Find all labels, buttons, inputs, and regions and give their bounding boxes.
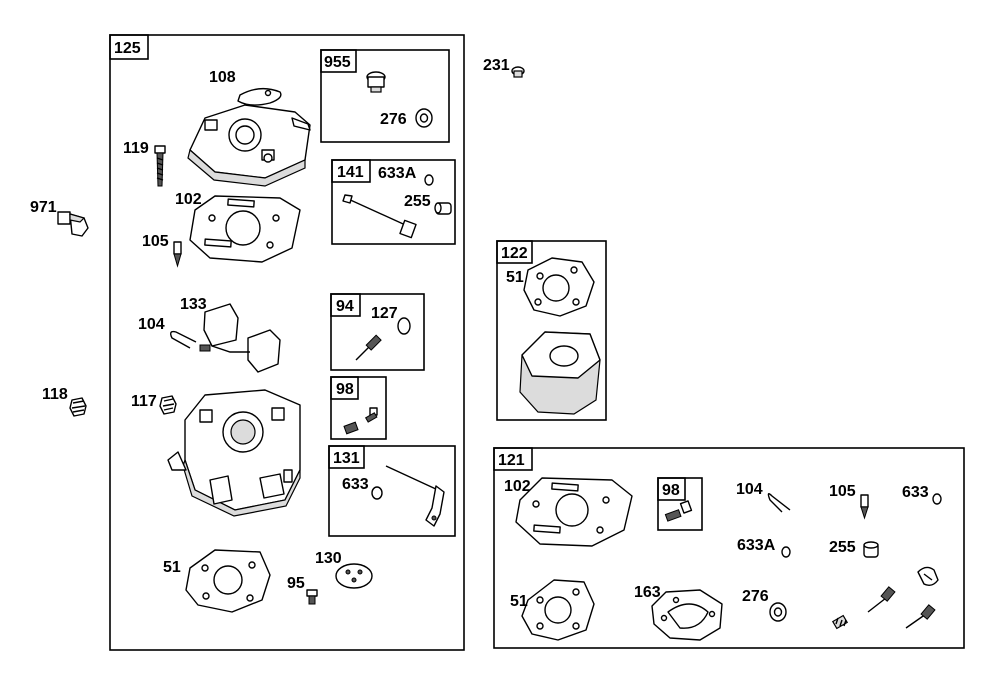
part-108-gasket: [237, 87, 282, 106]
callout-118: 118: [42, 386, 68, 403]
part-kit-jet-1: [867, 586, 896, 613]
group-141-label: 141: [337, 164, 364, 181]
part-51-gasket: [185, 549, 271, 613]
part-51-gasket-kit: [521, 579, 595, 641]
part-130-choke-plate: [335, 563, 373, 589]
part-122-spacer: [519, 331, 601, 415]
part-117-nut: [159, 395, 177, 415]
callout-95: 95: [287, 575, 305, 592]
group-98b-label: 98: [662, 482, 680, 499]
part-141-throttle-shaft: [342, 194, 417, 239]
part-102-gasket-plate-kit: [515, 477, 633, 547]
callout-51c: 51: [510, 593, 528, 610]
callout-633ab: 633A: [737, 537, 776, 554]
part-kit-spring: [831, 614, 849, 630]
part-255-bushing-kit: [863, 541, 879, 558]
part-633-seal: [371, 486, 383, 500]
callout-231: 231: [483, 57, 510, 74]
part-163-gasket: [651, 589, 723, 641]
part-231-plug: [511, 66, 525, 78]
callout-51: 51: [163, 559, 181, 576]
part-131-choke-shaft: [385, 465, 445, 527]
callout-633: 633: [342, 476, 369, 493]
group-121-label: 121: [498, 452, 525, 469]
callout-119: 119: [123, 140, 149, 157]
callout-104: 104: [138, 316, 165, 333]
callout-133: 133: [180, 296, 207, 313]
part-98-idle-screw-kit: [664, 500, 693, 522]
carburetor-body: [167, 389, 301, 517]
group-125: 125: [109, 34, 465, 651]
group-94: 94: [330, 293, 425, 371]
callout-117: 117: [131, 393, 157, 410]
part-105-inlet-needle: [173, 241, 182, 268]
part-276-washer-kit: [769, 602, 787, 622]
callout-971: 971: [30, 199, 57, 216]
callout-255b: 255: [829, 539, 856, 556]
part-971-bolt: [57, 211, 89, 237]
part-104-float-pin: [169, 330, 197, 349]
part-955-plug: [366, 71, 386, 93]
group-98: 98: [330, 376, 387, 440]
callout-163: 163: [634, 584, 661, 601]
group-955: 955: [320, 49, 450, 143]
part-127-o-ring: [397, 317, 411, 335]
group-98-label: 98: [336, 381, 354, 398]
group-94-label: 94: [336, 298, 354, 315]
callout-102b: 102: [504, 478, 531, 495]
carburetor-top-cover: [187, 104, 311, 187]
group-122-label: 122: [501, 245, 528, 262]
callout-130: 130: [315, 550, 342, 567]
callout-108: 108: [209, 69, 236, 86]
part-255-bushing: [434, 202, 452, 215]
group-98-kit: 98: [657, 477, 703, 531]
group-121: 121: [493, 447, 965, 649]
part-kit-clip: [917, 566, 939, 587]
group-955-label: 955: [324, 54, 351, 71]
part-kit-jet-2: [905, 604, 936, 629]
part-633a-seal-kit: [781, 546, 791, 558]
part-133-float: [199, 303, 281, 373]
callout-255: 255: [404, 193, 431, 210]
callout-51b: 51: [506, 269, 524, 286]
group-125-label: 125: [114, 40, 141, 57]
callout-127: 127: [371, 305, 398, 322]
callout-105: 105: [142, 233, 169, 250]
callout-633a: 633A: [378, 165, 417, 182]
group-131: 131: [328, 445, 456, 537]
callout-276b: 276: [742, 588, 769, 605]
part-98-idle-screw: [343, 407, 378, 435]
callout-104b: 104: [736, 481, 763, 498]
part-104-float-pin-kit: [767, 493, 791, 513]
group-122: 122: [496, 240, 607, 421]
group-131-label: 131: [333, 450, 360, 467]
part-118-fitting: [69, 397, 87, 417]
part-102-gasket-plate: [189, 195, 301, 263]
part-94-mixture-screw: [355, 334, 382, 361]
part-119-screw: [154, 145, 166, 187]
callout-276: 276: [380, 111, 407, 128]
part-276-washer: [415, 108, 433, 128]
part-95-screw: [306, 589, 318, 605]
callout-102: 102: [175, 191, 202, 208]
callout-105b: 105: [829, 483, 856, 500]
part-633-seal-kit: [932, 493, 942, 505]
group-141: 141: [331, 159, 456, 245]
callout-633b: 633: [902, 484, 929, 501]
part-51-gasket-122: [523, 257, 595, 317]
part-633a-seal: [424, 174, 434, 186]
part-105-inlet-needle-kit: [860, 494, 869, 520]
